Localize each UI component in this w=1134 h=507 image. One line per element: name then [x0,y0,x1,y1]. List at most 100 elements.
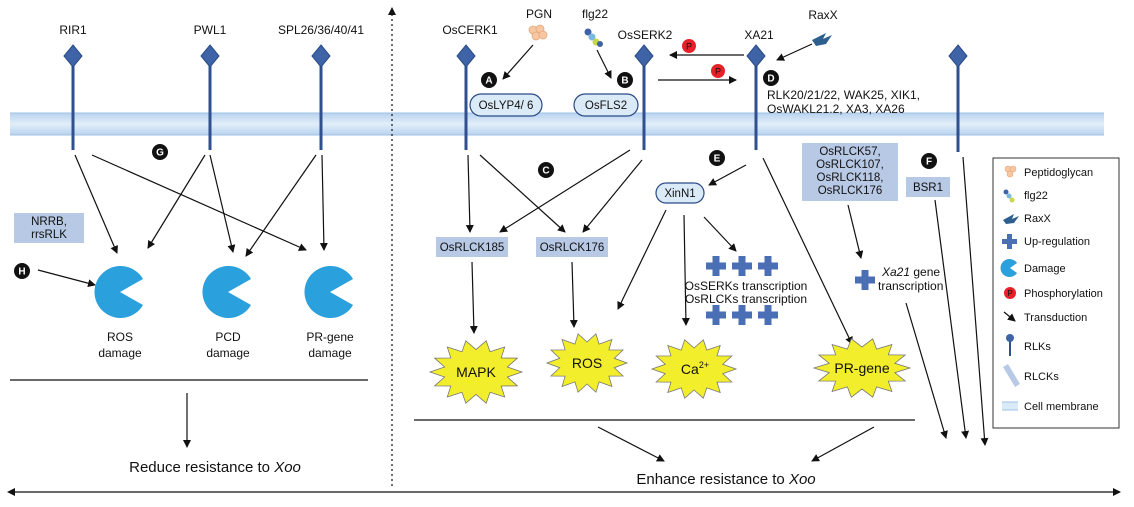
damage-ros [94,266,143,318]
svg-text:OsRLCK118,: OsRLCK118, [817,172,884,184]
arrow-rir1-ros [74,154,118,254]
circle-c: C [538,162,554,178]
right-outcome-text: Enhance resistance to Xoo [636,471,815,488]
flg22-label: flg22 [582,7,608,21]
upregulation-plus-row-1 [706,256,778,276]
xa21-label: XA21 [744,28,774,42]
arrow-xa21-pr [762,157,853,345]
arrow-spl-pr [319,154,328,251]
circle-d: D [763,70,779,86]
svg-text:ROS: ROS [572,355,602,371]
peptidoglycan-icon [1004,165,1017,178]
svg-text:XinN1: XinN1 [664,188,695,200]
svg-text:B: B [621,76,628,87]
osrlck185-box: OsRLCK185 [436,237,508,257]
arrow-176-ros [569,261,578,328]
ros-damage-label-1: ROS [107,330,133,344]
rlk-oscerk1: OsCERK1 [442,23,498,150]
legend-label-3: Up-regulation [1024,236,1090,248]
flg22-icon [584,28,603,47]
rlk-osserk2: OsSERK2 [618,28,673,150]
rlk-list-line-2: OsWAKL21.2, XA3, XA26 [767,102,905,116]
svg-text:Ca2+: Ca2+ [681,360,709,377]
ca-burst: Ca2+ [650,339,738,399]
xa21-gene-line-2: transcription [878,279,943,293]
svg-text:OsRLCK107,: OsRLCK107, [816,159,884,171]
svg-text:H: H [18,267,25,278]
oscerk1-label: OsCERK1 [442,23,498,37]
osserk2-label: OsSERK2 [618,28,673,42]
xa21-gene-line-1: Xa21 gene [881,265,940,279]
svg-text:OsLYP4/ 6: OsLYP4/ 6 [479,100,534,112]
oslyp-box: OsLYP4/ 6 [469,93,543,117]
pr-damage-label-2: damage [308,346,352,360]
arrow-h-ros [37,269,96,288]
circle-f: F [921,153,937,169]
arrow-cerk1-176 [479,154,566,233]
transcription-line-1: OsSERKs transcription [685,279,808,293]
rlk-icon [1006,334,1014,356]
pgn-label: PGN [526,7,552,21]
svg-text:OsRLCK57,: OsRLCK57, [819,146,880,158]
svg-text:OsRLCK185: OsRLCK185 [440,242,505,254]
circle-b: B [617,72,633,88]
circle-a: A [481,72,497,88]
arrow-rir1-pr [91,154,307,251]
mapk-burst: MAPK [428,340,524,404]
arrow-raxx [776,43,813,61]
svg-text:E: E [714,154,721,165]
arrow-pwl1-ros [147,154,206,249]
nrrb-box: NRRB, rrsRLK [14,213,84,243]
plus-icon [1002,234,1017,249]
svg-text:PR-gene: PR-gene [834,360,889,376]
legend-label-6: Transduction [1024,312,1087,324]
circle-e: E [709,150,725,166]
osrlck176-box: OsRLCK176 [536,237,608,257]
pgn-icon [528,24,548,41]
svg-text:NRRB,: NRRB, [31,216,67,228]
arrow-spl-pcd [245,154,317,257]
raxx-icon [812,33,832,46]
svg-text:C: C [542,166,549,177]
svg-text:D: D [767,74,774,85]
arrow-bsr1-out [934,199,970,439]
arrow-pwl1-pcd [209,154,236,253]
legend-label-8: RLCKs [1024,371,1059,383]
svg-text:OsFLS2: OsFLS2 [585,100,627,112]
arrow-xa21gene-out [905,302,948,439]
rlck-list-box: OsRLCK57, OsRLCK107, OsRLCK118, OsRLCK17… [802,143,898,201]
damage-icon [1000,259,1017,277]
svg-text:F: F [926,157,932,168]
arrow-cerk1-185 [465,154,474,233]
rlk-rir1: RIR1 [59,23,87,150]
bsr1-box: BSR1 [906,177,950,197]
arrow-serk2-176 [582,159,643,233]
rlk-xa21: XA21 [744,28,774,150]
arrow-xa21-xinn1 [708,164,747,186]
arrow-rlck-xa21gene [847,204,864,259]
pr-gene-burst: PR-gene [812,338,912,398]
rir1-label: RIR1 [59,23,87,37]
svg-text:P: P [686,42,692,52]
legend-label-4: Damage [1024,263,1066,275]
arrow-f-out [962,156,989,446]
spl-label: SPL26/36/40/41 [278,23,364,37]
cell-membrane [10,113,1104,135]
arrow-right-outcome [597,426,665,462]
circle-h: H [14,263,30,279]
arrow-right-outcome-2 [811,426,875,462]
arrow-serk2-185 [499,149,631,233]
damage-pr [304,266,353,318]
ros-damage-label-2: damage [98,346,142,360]
svg-text:P: P [1007,289,1012,298]
circle-g: G [152,144,168,160]
pwl1-label: PWL1 [194,23,227,37]
svg-text:OsRLCK176: OsRLCK176 [540,242,605,254]
legend-label-7: RLKs [1024,341,1051,353]
osfls2-box: OsFLS2 [573,93,639,117]
legend: Peptidoglycan flg22 RaxX Up-regulation D… [992,157,1120,429]
legend-label-2: RaxX [1024,213,1052,225]
phosphorylation-icon-2: P [711,64,725,78]
rlk-spl: SPL26/36/40/41 [278,23,364,150]
upregulation-plus-row-2 [706,305,778,325]
